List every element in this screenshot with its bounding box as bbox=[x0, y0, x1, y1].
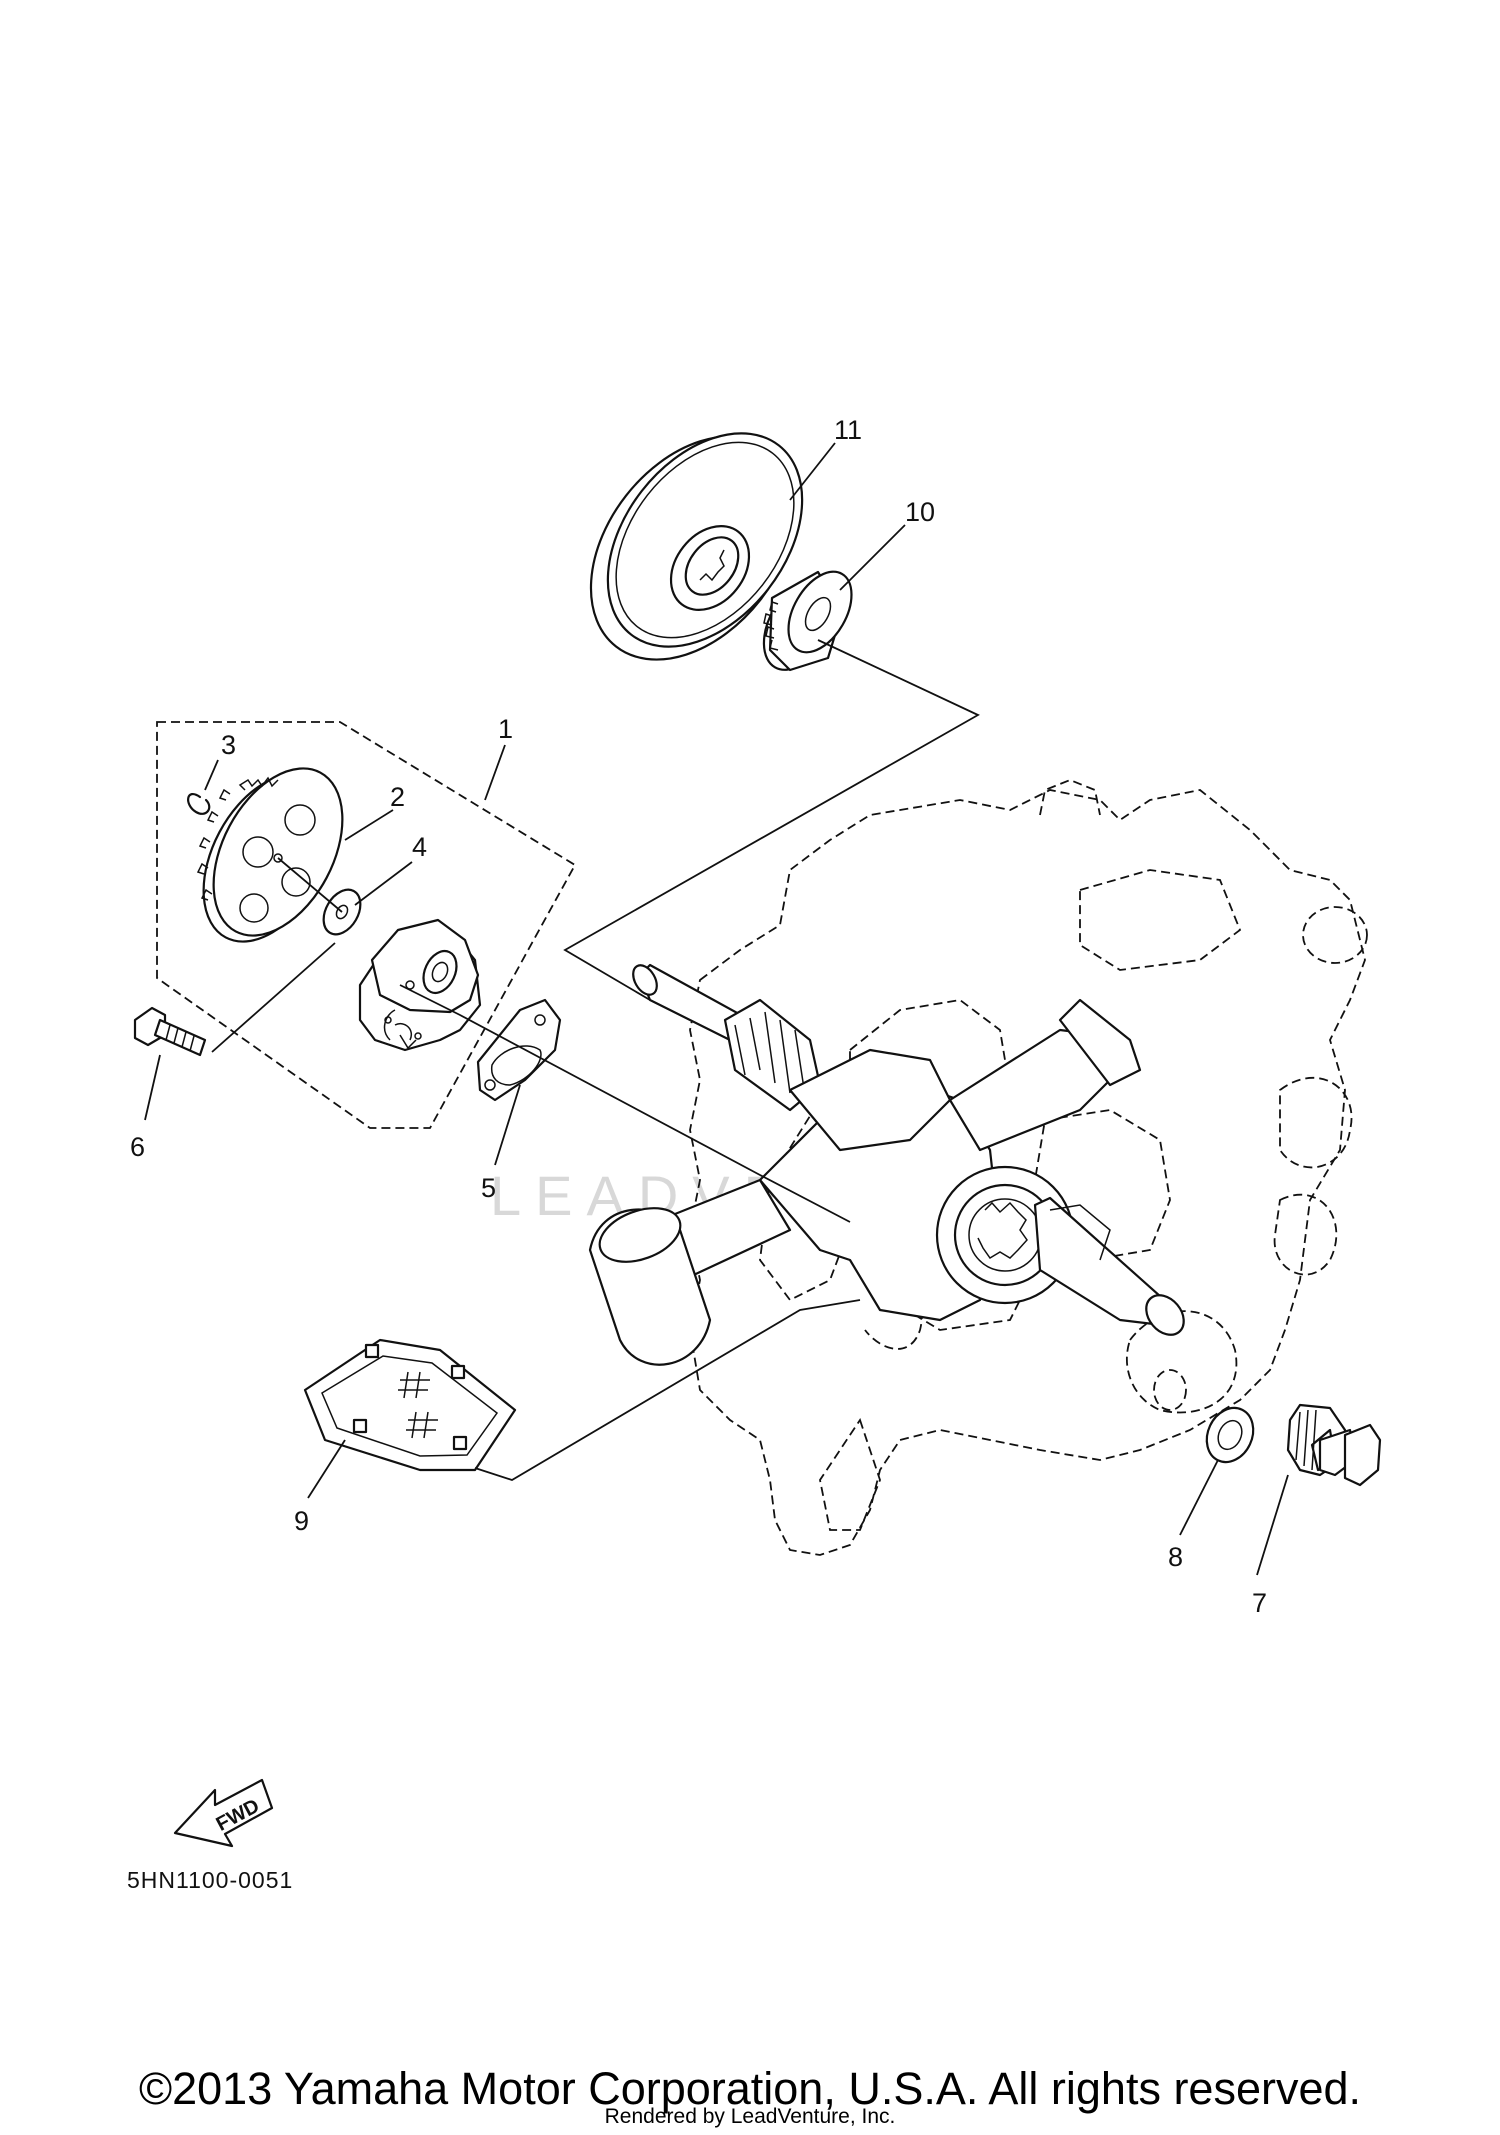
copyright-notice: ©2013 Yamaha Motor Corporation, U.S.A. A… bbox=[138, 2063, 1362, 2114]
part-7-drain-plug bbox=[1286, 1403, 1382, 1487]
callout-numbers: 11 10 1 3 2 4 6 5 9 8 7 bbox=[130, 415, 1267, 1618]
oil-pump-housing bbox=[358, 918, 482, 1052]
part-10-small-gear bbox=[762, 570, 853, 672]
diagram-code: 5HN1100-0051 bbox=[127, 1867, 293, 1893]
callout-4: 4 bbox=[412, 832, 427, 862]
rendered-by-label: Rendered by LeadVenture, Inc. bbox=[604, 2105, 896, 2128]
part-6-bolt bbox=[133, 1006, 207, 1057]
part-1-assembly-outline bbox=[156, 721, 577, 1129]
callout-10: 10 bbox=[905, 497, 935, 527]
callout-3: 3 bbox=[221, 730, 236, 760]
callout-6: 6 bbox=[130, 1132, 145, 1162]
part-2-pump-rotor bbox=[196, 767, 344, 943]
fwd-arrow-icon: FWD bbox=[173, 1778, 274, 1848]
callout-11: 11 bbox=[834, 415, 862, 445]
part-8-gasket-washer bbox=[1205, 1406, 1255, 1464]
callout-2: 2 bbox=[390, 782, 405, 812]
part-11-rotor-gear bbox=[589, 432, 804, 661]
assembly-lines bbox=[211, 639, 980, 1481]
callout-leaders bbox=[144, 442, 1289, 1576]
part-5-gasket bbox=[476, 998, 562, 1102]
callout-5: 5 bbox=[481, 1173, 496, 1203]
part-3-circlip bbox=[187, 793, 211, 815]
callout-1: 1 bbox=[498, 714, 513, 744]
part-9-oil-strainer bbox=[303, 1338, 517, 1472]
crankshaft bbox=[588, 963, 1185, 1366]
callout-7: 7 bbox=[1252, 1588, 1267, 1618]
callout-9: 9 bbox=[294, 1506, 309, 1536]
callout-8: 8 bbox=[1168, 1542, 1183, 1572]
